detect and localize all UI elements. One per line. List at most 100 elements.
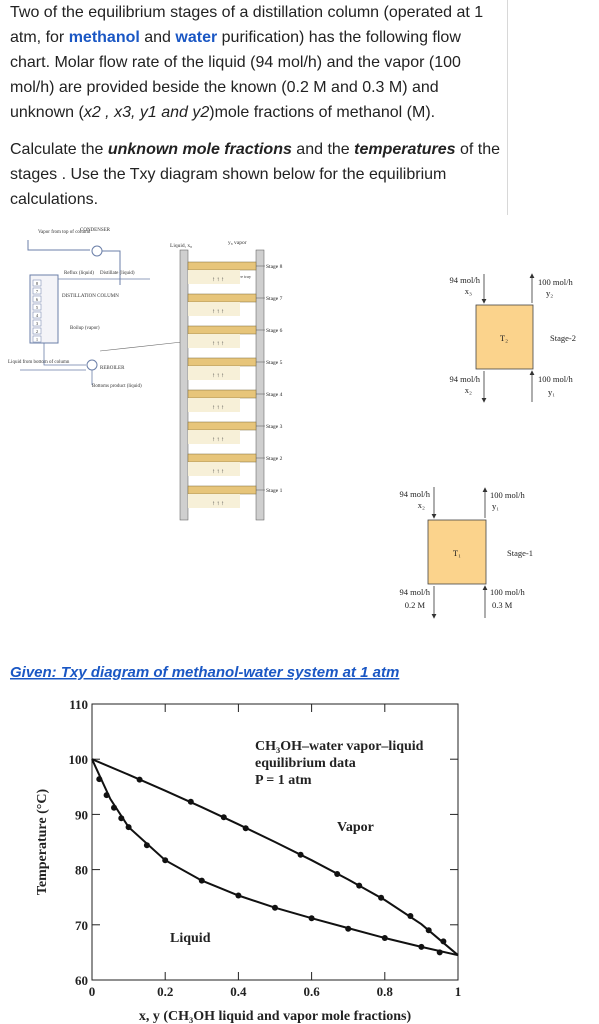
vapor-out-label: y₈ vapor	[228, 240, 247, 246]
y-axis-label: Temperature (°C)	[35, 789, 50, 896]
data-point	[381, 935, 388, 941]
data-point	[162, 857, 169, 864]
data-point	[118, 815, 125, 822]
text: of the stages . Use the Txy diagram show…	[10, 141, 500, 208]
stage-tray	[187, 293, 257, 303]
problem-paragraph-1: Two of the equilibrium stages of a disti…	[10, 0, 500, 125]
stage-tray	[187, 453, 257, 463]
data-point	[272, 904, 278, 911]
data-point	[345, 925, 352, 932]
liquid-in-label: Liquid, x₈	[170, 243, 192, 249]
vapor-curve-label: Vapor	[337, 820, 374, 835]
text: Two of the equilibrium stages of a disti…	[10, 4, 484, 46]
y-tick-label: 70	[75, 918, 88, 933]
stages-schematic: Liquid, x₈ y₈ vapor Sieve tray Stage 8↑ …	[170, 240, 283, 521]
stage-tray	[187, 357, 257, 367]
x-tick-label: 0.2	[157, 984, 173, 999]
chart-annotation-line-3: P = 1 atm	[255, 773, 312, 788]
stage-tray	[187, 261, 257, 271]
stage-2-temp: T₂	[500, 333, 508, 343]
stage-1-liquid-in-x: x₂	[418, 500, 425, 510]
column-tray-number: 7	[36, 289, 39, 294]
liquid-bottom-label: Liquid from bottom of column	[8, 360, 70, 365]
stage-flow-arrows: ↑ ↑ ↑	[212, 437, 224, 443]
data-point	[407, 913, 414, 919]
stage-flow-arrows: ↑ ↑ ↑	[212, 373, 224, 379]
stage-label: Stage 2	[266, 456, 283, 462]
stage-flow-arrows: ↑ ↑ ↑	[212, 341, 224, 347]
stage-flow-arrows: ↑ ↑ ↑	[212, 469, 224, 475]
stage-flow-arrows: ↑ ↑ ↑	[212, 405, 224, 411]
stage-liquid	[188, 494, 240, 508]
water-highlight: water	[175, 29, 218, 46]
data-point	[418, 943, 425, 950]
column-tray	[32, 319, 42, 327]
column-tray-number: 2	[36, 329, 38, 334]
column-tray	[32, 311, 42, 319]
text: Calculate the	[10, 141, 108, 158]
column-tray-number: 6	[36, 297, 39, 302]
stage-2-liquid-out-rate: 94 mol/h	[450, 374, 481, 384]
stage-flow-arrows: ↑ ↑ ↑	[212, 277, 224, 283]
stage-2-block: T₂ Stage-2 94 mol/h x₃ 100 mol/h y₂ 94 m…	[450, 273, 576, 403]
data-point	[198, 877, 205, 884]
x-tick-label: 0.6	[303, 984, 320, 999]
stage-2-vapor-out-rate: 100 mol/h	[538, 277, 573, 287]
unknown-variables: x2 , x3, y1 and y2	[83, 104, 210, 121]
stage-1-name: Stage-1	[507, 548, 533, 558]
stage-trays: Stage 8↑ ↑ ↑Stage 7↑ ↑ ↑Stage 6↑ ↑ ↑Stag…	[187, 261, 283, 508]
stage-2-name: Stage-2	[550, 333, 576, 343]
data-point	[334, 871, 341, 877]
column-tray	[32, 327, 42, 335]
column-tray	[32, 287, 42, 295]
stage-label: Stage 3	[266, 424, 283, 430]
reboiler-label: REBOILER	[100, 366, 125, 371]
divider-line	[507, 0, 508, 215]
data-point	[440, 938, 447, 945]
problem-statement: Two of the equilibrium stages of a disti…	[10, 0, 500, 212]
stage-tray	[187, 485, 257, 495]
data-point	[111, 804, 117, 811]
x-tick-label: 0.8	[377, 984, 394, 999]
stage-1-vapor-in-y: 0.3 M	[492, 600, 513, 610]
stage-1-vapor-out-y: y₁	[492, 501, 499, 511]
stage-2-vapor-in-y: y₁	[548, 387, 555, 397]
stage-2-vapor-in-rate: 100 mol/h	[538, 374, 573, 384]
text: and the	[291, 141, 355, 158]
data-point	[96, 776, 103, 783]
stage-label: Stage 8	[266, 264, 283, 270]
stage-label: Stage 5	[266, 360, 283, 366]
data-point	[187, 798, 194, 805]
stage-2-liquid-out-x: x₂	[465, 385, 472, 395]
text: purification) has the following flow cha…	[10, 29, 461, 121]
stage-liquid	[188, 270, 240, 284]
data-point	[235, 892, 242, 899]
stage-1-vapor-in-rate: 100 mol/h	[490, 587, 525, 597]
reflux-label: Reflux (liquid)	[64, 271, 94, 276]
text: )mole fractions of methanol (M).	[209, 104, 436, 121]
stage-1-liquid-out-x: 0.2 M	[405, 600, 426, 610]
data-point	[220, 814, 227, 821]
chart-series	[91, 758, 459, 957]
stage-tray	[187, 325, 257, 335]
stage-1-liquid-in-rate: 94 mol/h	[400, 489, 431, 499]
reboiler-piping	[20, 343, 93, 385]
zoom-connector-line	[99, 341, 183, 352]
data-point	[242, 825, 249, 832]
data-point	[136, 776, 143, 783]
y-tick-label: 90	[75, 807, 88, 822]
data-point	[125, 824, 132, 831]
emphasis-unknowns: unknown mole fractions	[107, 141, 292, 158]
column-wall-right	[255, 249, 265, 521]
chart-points	[96, 776, 447, 956]
liquid-curve	[91, 758, 459, 957]
column-tray	[32, 303, 42, 311]
stage-1-temp: T₁	[453, 548, 461, 558]
stage-1-box	[427, 519, 487, 585]
stage-1-liquid-out-rate: 94 mol/h	[400, 587, 431, 597]
column-tray-number: 4	[36, 313, 39, 318]
y-tick-label: 100	[69, 752, 89, 767]
